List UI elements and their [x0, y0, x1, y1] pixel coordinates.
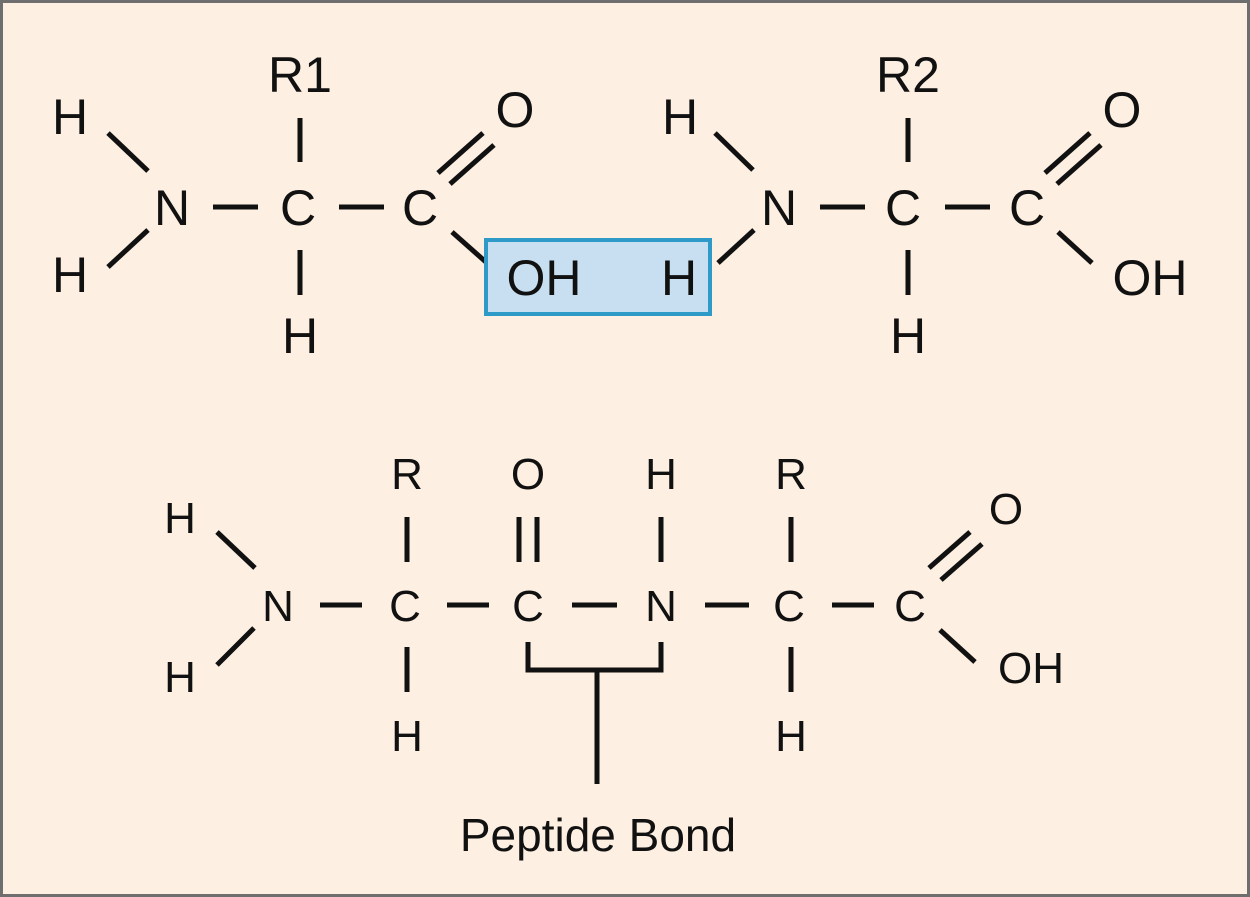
- aa1-hydroxyl: OH: [507, 250, 582, 306]
- double-bond: [436, 131, 485, 175]
- aa1-alpha-hydrogen: H: [282, 308, 318, 364]
- bond: [106, 228, 150, 269]
- double-bond: [927, 530, 972, 570]
- bond: [713, 131, 755, 172]
- bond: [938, 628, 977, 664]
- dipeptide-alpha-hydrogen-1: H: [391, 712, 423, 761]
- double-bond: [939, 542, 984, 582]
- aa1-carbonyl-oxygen: O: [496, 82, 535, 138]
- double-bond: [1055, 143, 1103, 186]
- aa1-h-top: H: [52, 89, 88, 145]
- dipeptide-n-terminal: N: [262, 582, 294, 631]
- bracket: [525, 642, 664, 673]
- dipeptide-n-h-bottom: H: [164, 653, 196, 702]
- dipeptide-amide-nitrogen: N: [645, 582, 677, 631]
- bond: [106, 131, 150, 173]
- dipeptide-carbonyl-oxygen: O: [511, 450, 545, 499]
- peptide-bond-bracket: [525, 642, 664, 784]
- aa1-r-group: R1: [268, 47, 332, 103]
- aa1-h-bottom: H: [52, 247, 88, 303]
- dipeptide-carbonyl-carbon: C: [512, 582, 544, 631]
- aa2-r-group: R2: [876, 47, 940, 103]
- dipeptide-alpha-carbon-2: C: [773, 582, 805, 631]
- bond: [716, 228, 756, 265]
- aa2-removed-hydrogen: H: [661, 250, 697, 306]
- aa2-carbonyl-carbon: C: [1009, 180, 1045, 236]
- aa2-nitrogen: N: [761, 180, 797, 236]
- aa2-hydroxyl: OH: [1113, 250, 1188, 306]
- aa2-alpha-carbon: C: [885, 180, 921, 236]
- peptide-bond-caption: Peptide Bond: [460, 809, 736, 861]
- bond: [1056, 230, 1094, 265]
- water-removed-highlight: [484, 238, 712, 316]
- aa1-nitrogen: N: [154, 180, 190, 236]
- aa2-h-top: H: [662, 89, 698, 145]
- dipeptide-carboxyl-carbon: C: [894, 582, 926, 631]
- amino-acid-1: H H N C R1 H C O: [52, 47, 535, 364]
- amino-acid-2: H N C R2 H C O OH: [662, 47, 1188, 364]
- dipeptide-carboxyl-oxygen: O: [989, 485, 1023, 534]
- bond: [215, 626, 256, 667]
- double-bond: [1043, 131, 1092, 175]
- bond: [215, 530, 257, 570]
- aa1-alpha-carbon: C: [280, 180, 316, 236]
- dipeptide-amide-hydrogen: H: [645, 450, 677, 499]
- double-bond: [448, 143, 496, 186]
- aa2-carbonyl-oxygen: O: [1103, 82, 1142, 138]
- dipeptide-r-group-1: R: [391, 450, 423, 499]
- bond: [450, 230, 489, 265]
- aa2-alpha-hydrogen: H: [890, 308, 926, 364]
- dipeptide-r-group-2: R: [775, 450, 807, 499]
- dipeptide-alpha-carbon-1: C: [389, 582, 421, 631]
- dipeptide: H H N C R H C O N H C R H C O OH: [164, 450, 1064, 761]
- dipeptide-alpha-hydrogen-2: H: [775, 712, 807, 761]
- aa1-carbonyl-carbon: C: [402, 180, 438, 236]
- dipeptide-carboxyl-hydroxyl: OH: [998, 644, 1064, 693]
- dipeptide-n-h-top: H: [164, 494, 196, 543]
